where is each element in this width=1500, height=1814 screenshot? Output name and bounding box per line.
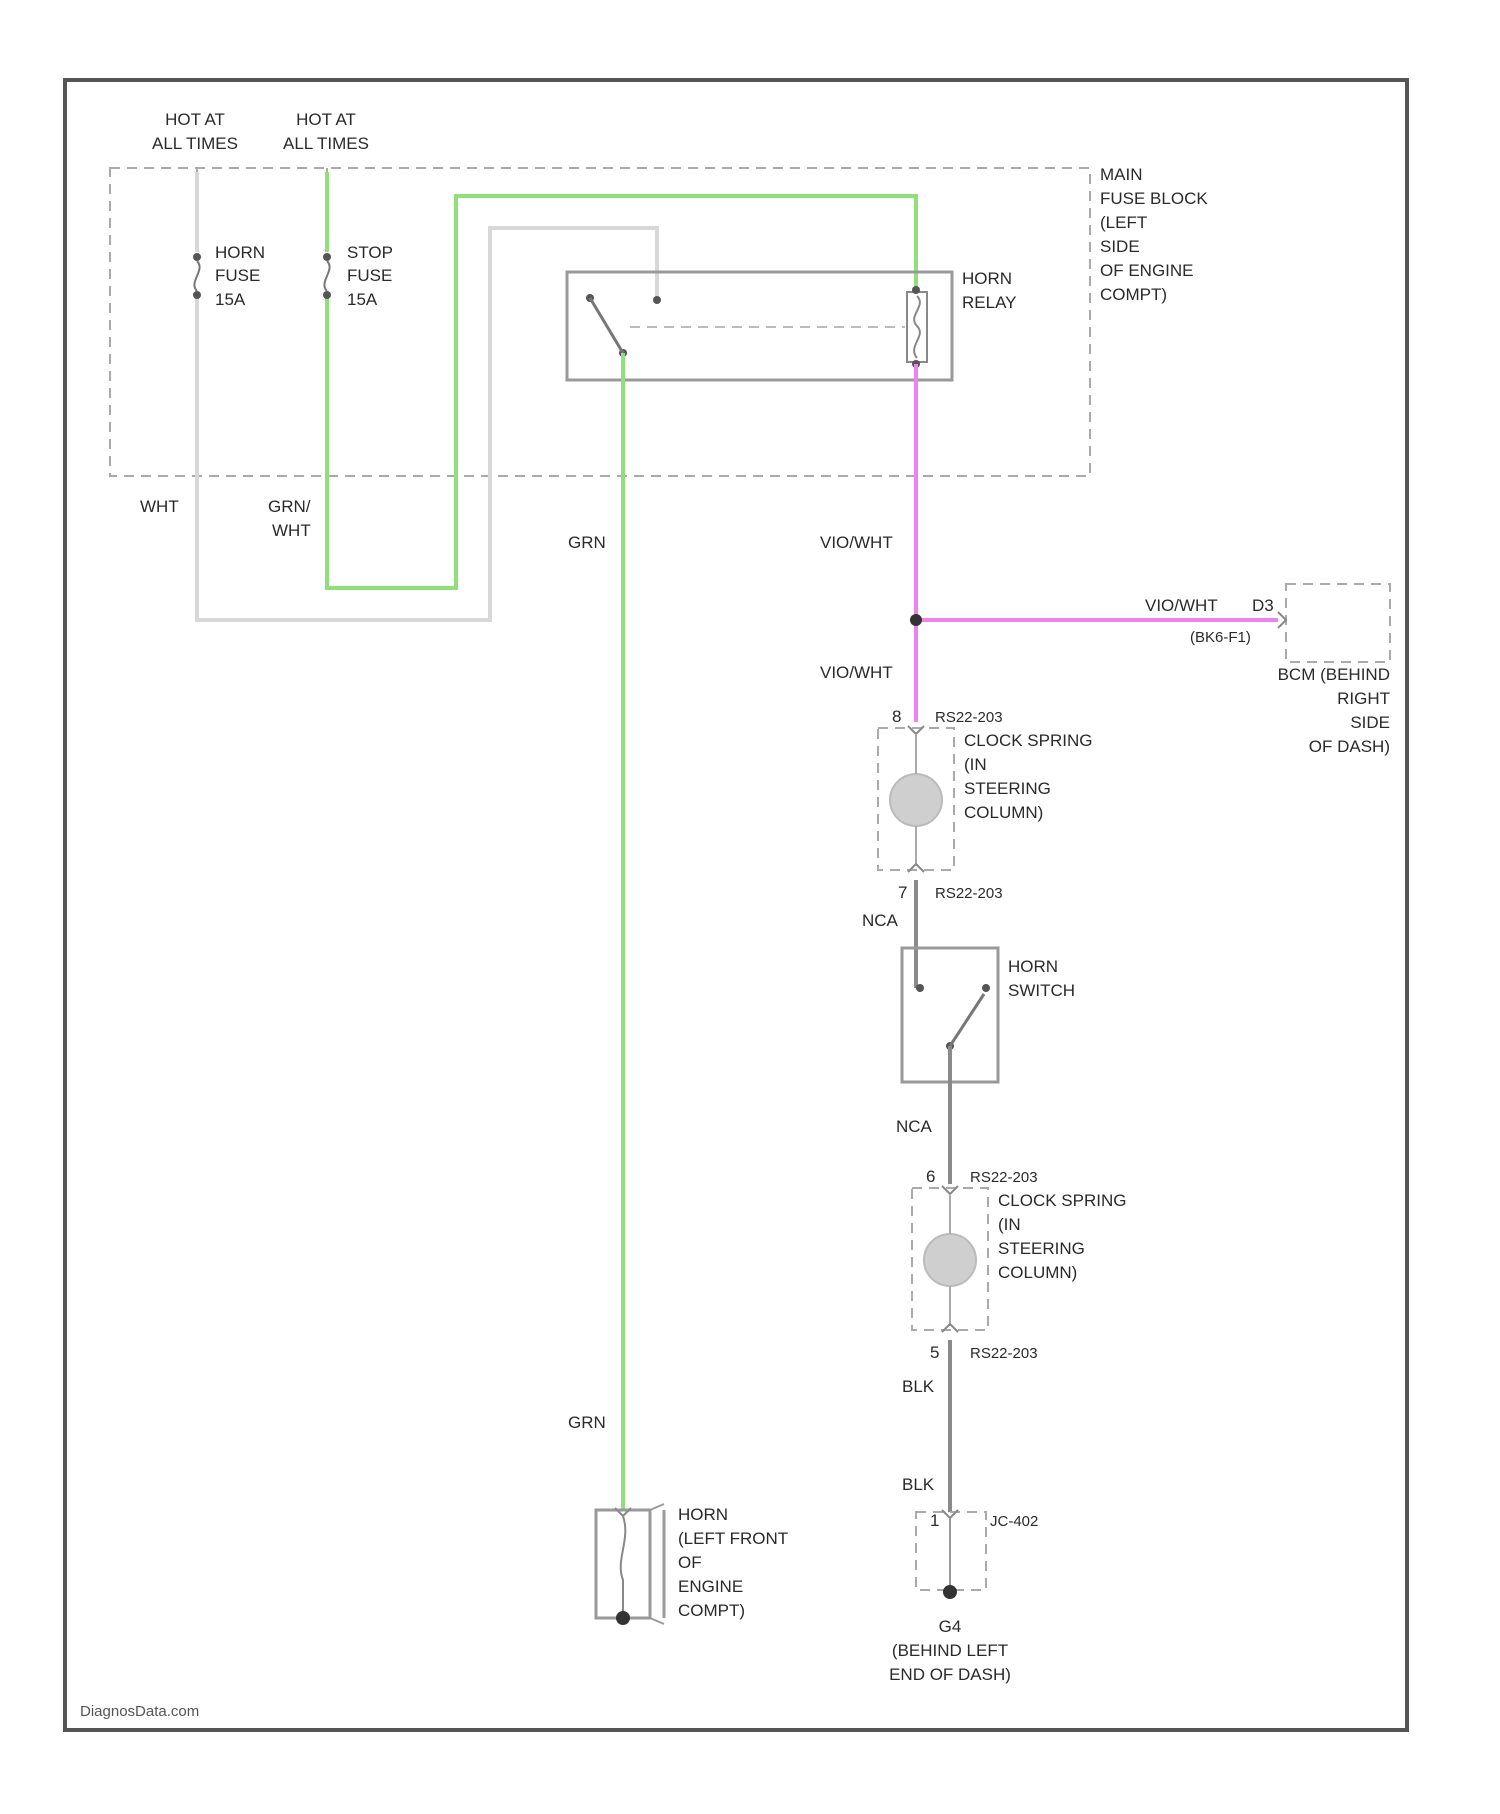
svg-text:SIDE: SIDE [1100, 237, 1140, 256]
clock-spring-2: 6 RS22-203 CLOCK SPRING (IN STEERING COL… [912, 1167, 1126, 1362]
bcm: D3 (BK6-F1) BCM (BEHIND RIGHT SIDE OF DA… [1190, 584, 1390, 756]
svg-text:STEERING: STEERING [964, 779, 1051, 798]
wht-label: WHT [140, 497, 179, 516]
svg-text:5: 5 [930, 1343, 939, 1362]
svg-text:HORN: HORN [678, 1505, 728, 1524]
blk-label-2: BLK [902, 1475, 935, 1494]
svg-text:RIGHT: RIGHT [1337, 689, 1390, 708]
svg-text:HORN: HORN [1008, 957, 1058, 976]
svg-text:8: 8 [892, 707, 901, 726]
svg-text:7: 7 [898, 883, 907, 902]
svg-text:RS22-203: RS22-203 [970, 1345, 1038, 1362]
svg-text:STOP: STOP [347, 243, 393, 262]
svg-text:(BEHIND LEFT: (BEHIND LEFT [892, 1641, 1008, 1660]
svg-text:(IN: (IN [964, 755, 987, 774]
stop-fuse: STOP FUSE 15A [320, 243, 393, 309]
svg-text:GRN/: GRN/ [268, 497, 311, 516]
horn-fuse: HORN FUSE 15A [190, 243, 265, 309]
svg-text:STEERING: STEERING [998, 1239, 1085, 1258]
ground-g4: 1 JC-402 G4 (BEHIND LEFT END OF DASH) [889, 1510, 1038, 1684]
grn-label-lower: GRN [568, 1413, 606, 1432]
hot-at-all-times-2: HOT AT ALL TIMES [283, 110, 369, 153]
nca-label-1: NCA [862, 911, 899, 930]
horn: HORN (LEFT FRONT OF ENGINE COMPT) [596, 1504, 788, 1625]
svg-text:RS22-203: RS22-203 [935, 709, 1003, 726]
svg-text:1: 1 [930, 1511, 939, 1530]
svg-text:RS22-203: RS22-203 [935, 885, 1003, 902]
svg-text:OF ENGINE: OF ENGINE [1100, 261, 1194, 280]
horn-switch: HORN SWITCH [902, 948, 1075, 1082]
svg-text:ALL TIMES: ALL TIMES [152, 134, 238, 153]
svg-text:OF DASH): OF DASH) [1309, 737, 1390, 756]
svg-text:HOT AT: HOT AT [165, 110, 225, 129]
svg-text:HORN: HORN [215, 243, 265, 262]
svg-text:SIDE: SIDE [1350, 713, 1390, 732]
svg-text:BCM (BEHIND: BCM (BEHIND [1278, 665, 1390, 684]
svg-text:(IN: (IN [998, 1215, 1021, 1234]
svg-text:ALL TIMES: ALL TIMES [283, 134, 369, 153]
watermark: DiagnosData.com [80, 1703, 199, 1720]
clock-spring-1: 8 RS22-203 CLOCK SPRING (IN STEERING COL… [878, 707, 1092, 902]
svg-text:WHT: WHT [272, 521, 311, 540]
svg-text:(LEFT: (LEFT [1100, 213, 1147, 232]
horn-relay: HORN RELAY [567, 269, 1017, 380]
svg-text:JC-402: JC-402 [990, 1513, 1038, 1530]
splice-point [910, 614, 922, 626]
svg-text:G4: G4 [939, 1617, 962, 1636]
grn-wht-label: GRN/ WHT [268, 497, 311, 540]
svg-text:FUSE BLOCK: FUSE BLOCK [1100, 189, 1208, 208]
svg-text:CLOCK SPRING: CLOCK SPRING [964, 731, 1092, 750]
svg-text:RS22-203: RS22-203 [970, 1169, 1038, 1186]
svg-text:15A: 15A [215, 290, 246, 309]
main-fuse-block-label: MAIN FUSE BLOCK (LEFT SIDE OF ENGINE COM… [1100, 165, 1208, 304]
svg-text:COLUMN): COLUMN) [998, 1263, 1077, 1282]
svg-text:15A: 15A [347, 290, 378, 309]
vio-wht-label-2: VIO/WHT [1145, 596, 1218, 615]
svg-text:D3: D3 [1252, 596, 1274, 615]
svg-text:END OF DASH): END OF DASH) [889, 1665, 1011, 1684]
nca-label-2: NCA [896, 1117, 933, 1136]
svg-text:HOT AT: HOT AT [296, 110, 356, 129]
svg-text:SWITCH: SWITCH [1008, 981, 1075, 1000]
grn-label-upper: GRN [568, 533, 606, 552]
svg-text:FUSE: FUSE [347, 266, 392, 285]
svg-text:OF: OF [678, 1553, 702, 1572]
vio-wht-label-3: VIO/WHT [820, 663, 893, 682]
wht-wire [197, 172, 657, 620]
svg-text:ENGINE: ENGINE [678, 1577, 743, 1596]
vio-wht-label-1: VIO/WHT [820, 533, 893, 552]
svg-text:COLUMN): COLUMN) [964, 803, 1043, 822]
svg-text:CLOCK SPRING: CLOCK SPRING [998, 1191, 1126, 1210]
hot-at-all-times-1: HOT AT ALL TIMES [152, 110, 238, 153]
svg-text:HORN: HORN [962, 269, 1012, 288]
svg-text:COMPT): COMPT) [678, 1601, 745, 1620]
svg-text:(BK6-F1): (BK6-F1) [1190, 629, 1251, 646]
blk-label-1: BLK [902, 1377, 935, 1396]
svg-text:RELAY: RELAY [962, 293, 1017, 312]
svg-text:COMPT): COMPT) [1100, 285, 1167, 304]
svg-text:MAIN: MAIN [1100, 165, 1143, 184]
fuse-block-outline [110, 168, 1090, 476]
svg-text:(LEFT FRONT: (LEFT FRONT [678, 1529, 788, 1548]
svg-text:6: 6 [926, 1167, 935, 1186]
svg-text:FUSE: FUSE [215, 266, 260, 285]
